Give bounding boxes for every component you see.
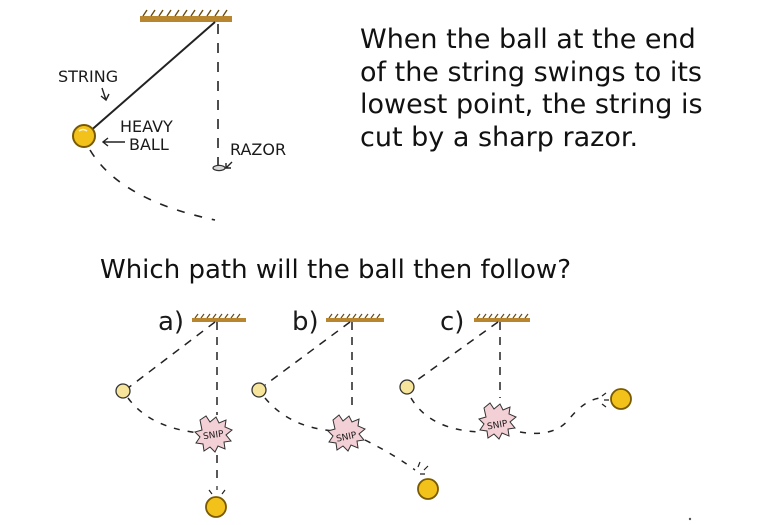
razor-label: RAZOR: [230, 140, 286, 159]
description-line-4: cut by a sharp razor.: [360, 121, 639, 153]
option-b-end-ball: [417, 478, 439, 500]
main-pendulum: STRING HEAVY BALL RAZOR: [58, 9, 286, 221]
description-line-2: of the string swings to its: [360, 56, 702, 88]
option-b-label: b): [292, 307, 319, 337]
ball-label: BALL: [129, 135, 169, 154]
string-label: STRING: [58, 67, 118, 86]
heavy-ball: [72, 124, 96, 148]
razor-arrow: [225, 161, 233, 169]
description-line-1: When the ball at the end: [360, 24, 696, 55]
option-a-snip-text: SNIP: [203, 429, 225, 442]
option-c: c) SNIP: [399, 307, 632, 440]
option-c-label: c): [440, 307, 464, 337]
option-c-end-ball: [610, 388, 632, 410]
option-b-snip-text: SNIP: [335, 431, 358, 445]
heavy-label: HEAVY: [120, 117, 173, 136]
swing-arc: [89, 149, 216, 221]
string-arrow: [100, 87, 110, 102]
option-a-snip-burst: SNIP: [194, 415, 233, 453]
option-a: a) SNIP: [115, 307, 246, 518]
razor-blade: [212, 164, 226, 172]
ball-arrow: [101, 137, 125, 147]
question-text: Which path will the ball then follow?: [100, 255, 571, 285]
option-a-start-ball: [115, 383, 131, 399]
description-line-3: lowest point, the string is: [360, 89, 703, 121]
option-b-snip-burst: SNIP: [327, 414, 366, 452]
option-a-end-ball: [205, 496, 227, 518]
option-c-snip-burst: SNIP: [478, 402, 517, 440]
option-b-start-ball: [251, 382, 267, 398]
description-text: When the ball at the end of the string s…: [360, 24, 760, 155]
option-c-start-ball: [399, 379, 415, 395]
option-b: b) SNIP: [251, 307, 439, 500]
ceiling-support: [140, 9, 232, 22]
corner-dot: [688, 517, 692, 521]
option-a-label: a): [158, 307, 184, 337]
string-line: [87, 21, 216, 134]
option-c-snip-text: SNIP: [486, 419, 509, 433]
